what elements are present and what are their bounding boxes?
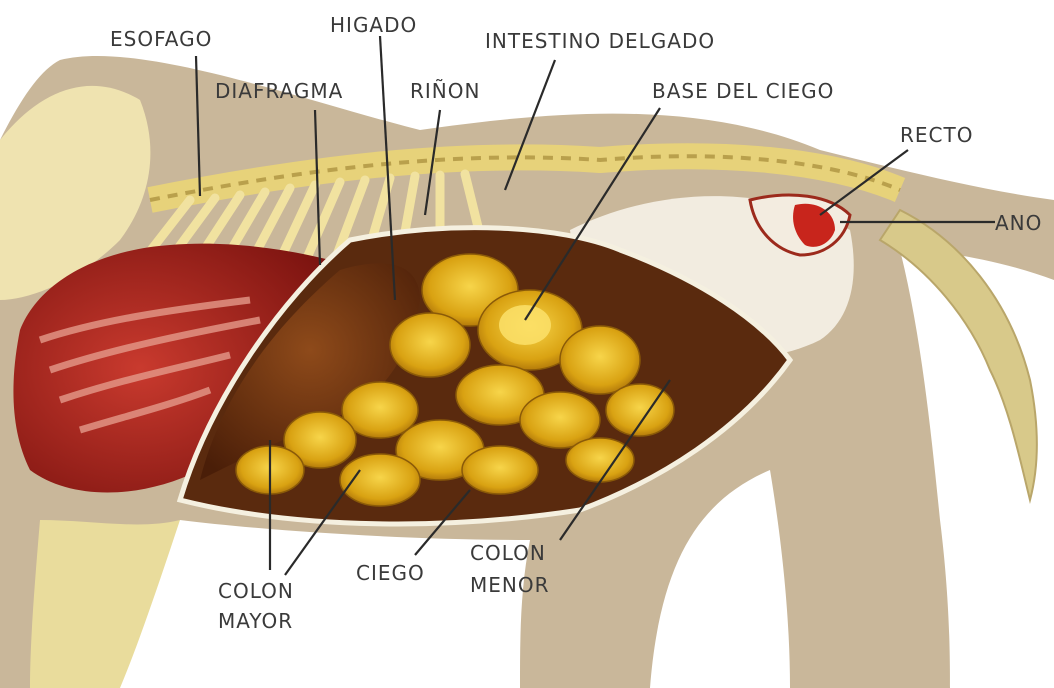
label-colon-mayor-line1: COLON xyxy=(218,579,294,603)
label-intestino-delgado: INTESTINO DELGADO xyxy=(485,29,715,53)
label-ciego: CIEGO xyxy=(356,561,425,585)
label-colon-mayor-line2: MAYOR xyxy=(218,609,293,633)
label-ano: ANO xyxy=(995,211,1042,235)
label-higado: HIGADO xyxy=(330,13,417,37)
label-base-del-ciego: BASE DEL CIEGO xyxy=(652,79,834,103)
label-diafragma: DIAFRAGMA xyxy=(215,79,343,103)
label-rinon: RIÑON xyxy=(410,79,480,103)
label-esofago: ESOFAGO xyxy=(110,27,212,51)
label-recto: RECTO xyxy=(900,123,973,147)
label-colon-menor-line2: MENOR xyxy=(470,573,550,597)
label-colon-menor-line1: COLON xyxy=(470,541,546,565)
